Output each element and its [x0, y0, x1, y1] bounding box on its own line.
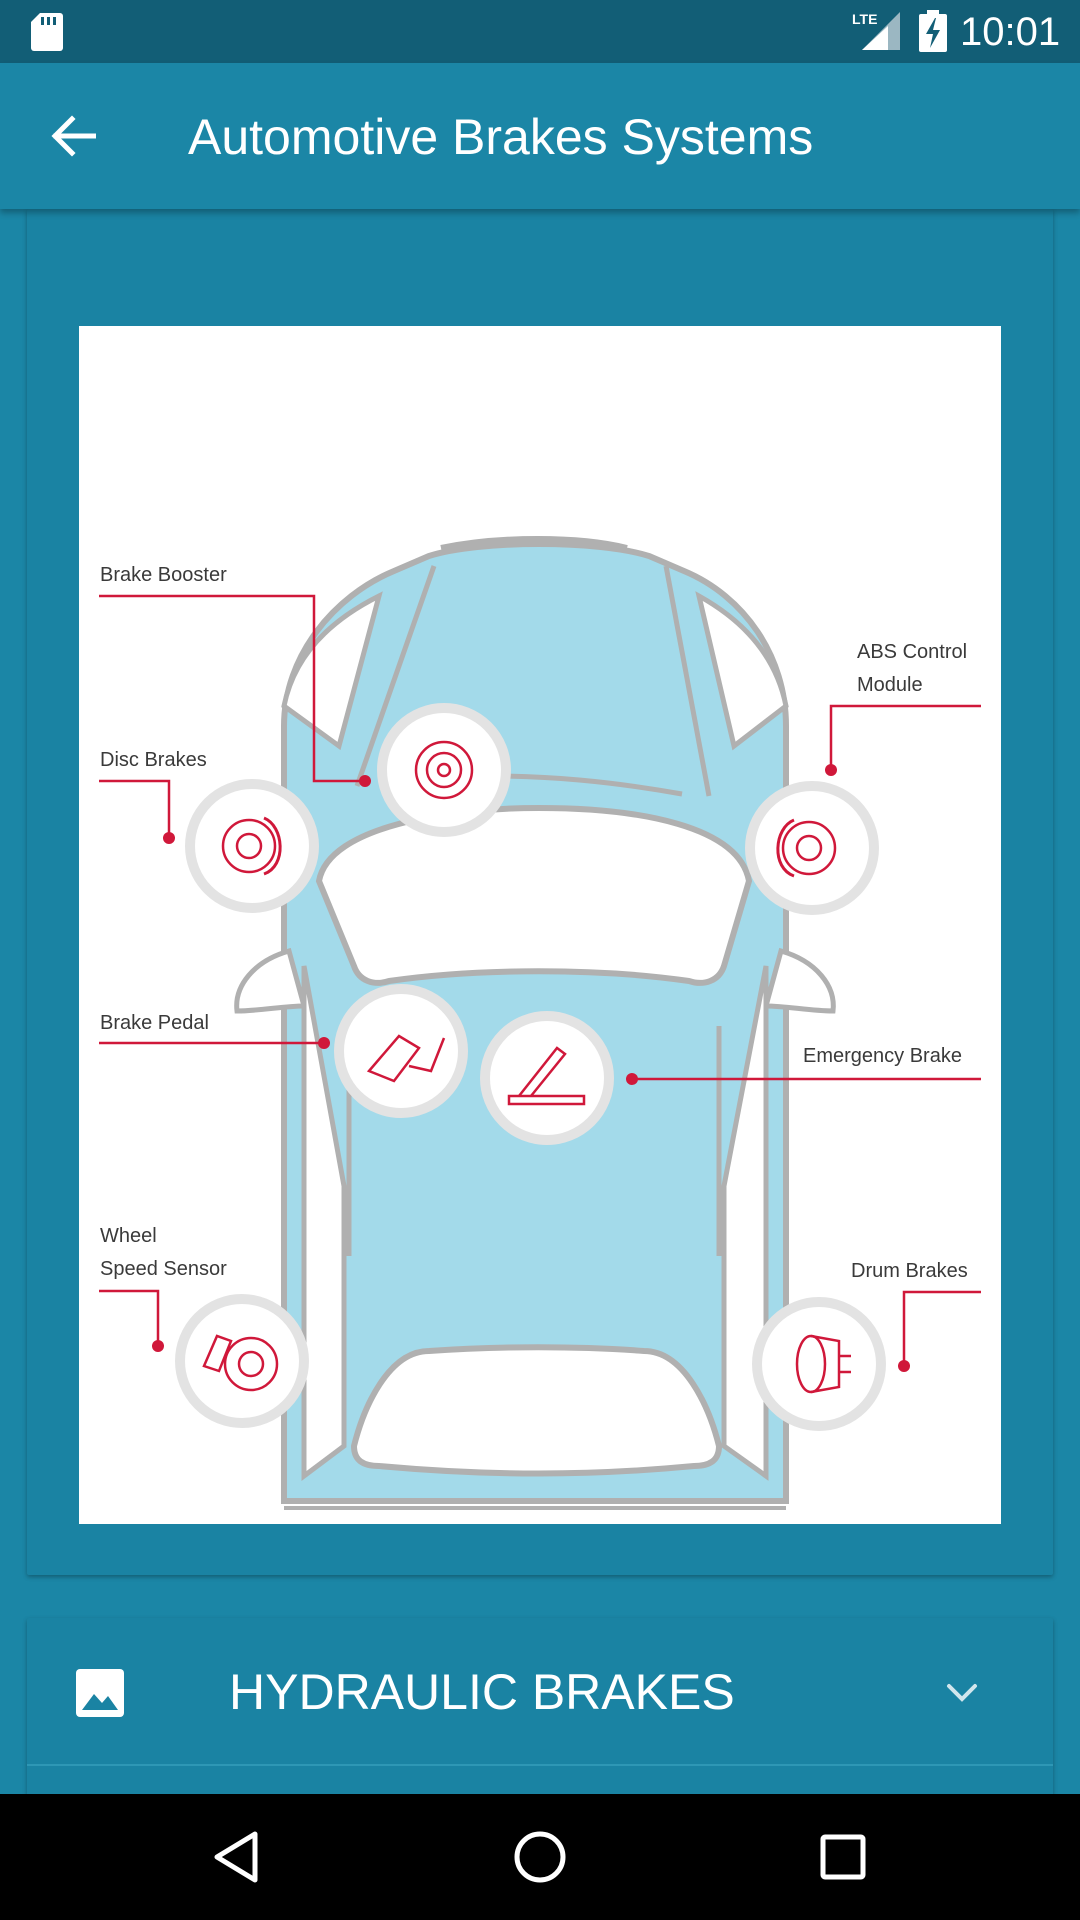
label-emergency-brake: Emergency Brake — [803, 1045, 962, 1067]
disc-brakes-badge[interactable] — [185, 779, 319, 913]
hydraulic-brakes-section[interactable]: HYDRAULIC BRAKES — [27, 1618, 1053, 1798]
back-button[interactable] — [38, 105, 108, 167]
battery-charging-icon — [919, 10, 947, 52]
nav-back-button[interactable] — [201, 1822, 271, 1892]
image-icon — [76, 1669, 124, 1717]
label-abs-line2: Module — [857, 674, 923, 696]
nav-home-button[interactable] — [505, 1822, 575, 1892]
navigation-bar — [0, 1794, 1080, 1920]
sd-card-icon — [31, 13, 63, 51]
drum-brakes-badge[interactable] — [752, 1297, 886, 1431]
label-drum-brakes: Drum Brakes — [851, 1260, 968, 1282]
status-bar: LTE 10:01 — [0, 0, 1080, 63]
label-wheel-line1: Wheel — [100, 1225, 157, 1247]
label-wheel-line2: Speed Sensor — [100, 1258, 227, 1280]
back-triangle-icon — [214, 1831, 258, 1883]
page-title: Automotive Brakes Systems — [188, 109, 814, 165]
section-title: HYDRAULIC BRAKES — [229, 1664, 735, 1720]
section-divider — [27, 1764, 1053, 1766]
diagram-card: Brake Booster ABS Control Module Disc Br… — [27, 209, 1053, 1575]
signal-icon: LTE — [852, 11, 900, 50]
callout-dots — [152, 764, 910, 1372]
brake-system-diagram[interactable]: Brake Booster ABS Control Module Disc Br… — [79, 326, 1001, 1524]
brake-booster-badge[interactable] — [377, 703, 511, 837]
wheel-speed-sensor-badge[interactable] — [175, 1294, 309, 1428]
car-illustration — [99, 536, 981, 1510]
home-circle-icon — [514, 1831, 566, 1883]
chevron-down-icon[interactable] — [939, 1670, 985, 1716]
nav-recents-button[interactable] — [808, 1822, 878, 1892]
abs-control-module-badge[interactable] — [745, 781, 879, 915]
network-type: LTE — [852, 11, 877, 27]
label-disc-brakes: Disc Brakes — [100, 749, 207, 771]
brake-pedal-badge[interactable] — [334, 984, 468, 1118]
arrow-back-icon — [51, 115, 96, 157]
label-brake-pedal: Brake Pedal — [100, 1012, 209, 1034]
recents-square-icon — [820, 1834, 866, 1880]
windshield — [315, 804, 753, 986]
app-bar: Automotive Brakes Systems — [0, 63, 1080, 209]
label-abs-line1: ABS Control — [857, 641, 968, 663]
rear-window — [350, 1344, 723, 1477]
label-brake-booster: Brake Booster — [100, 564, 227, 586]
emergency-brake-badge[interactable] — [480, 1011, 614, 1145]
callout-lines — [99, 594, 981, 1366]
status-time: 10:01 — [960, 10, 1061, 54]
